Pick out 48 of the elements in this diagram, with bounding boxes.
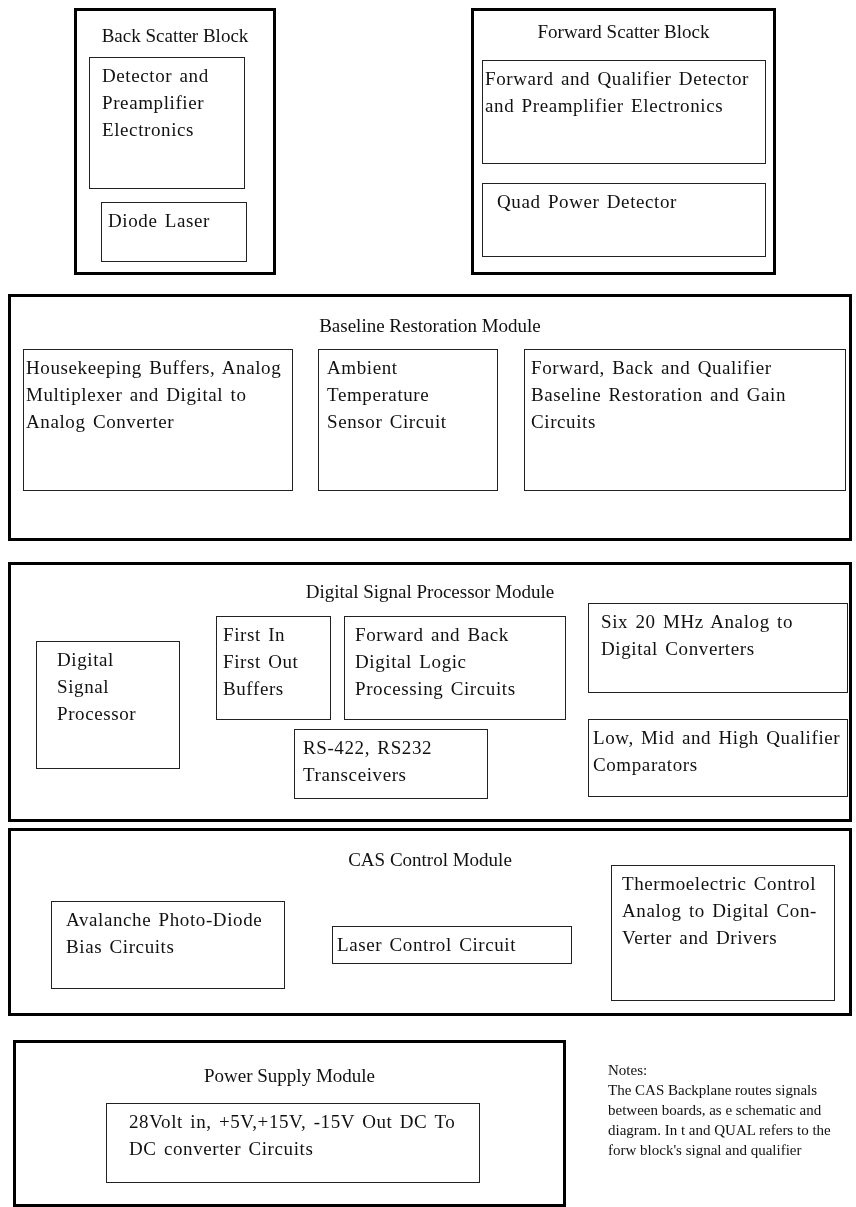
- circuit-box: [216, 616, 331, 720]
- circuit-box: [23, 349, 293, 491]
- circuit-label: Laser Control Circuit: [336, 933, 518, 957]
- circuit-box: [611, 865, 835, 1001]
- circuit-box: [344, 616, 566, 720]
- circuit-label: First In First Out Buffers: [222, 623, 300, 701]
- circuit-label: Avalanche Photo-Diode Bias Circuits: [65, 908, 264, 959]
- module-panel: [74, 8, 276, 275]
- circuit-label: Forward and Qualifier Detector and Preamplifier Electronics: [484, 67, 751, 118]
- circuit-box: [101, 202, 247, 262]
- circuit-box: [318, 349, 498, 491]
- circuit-label: Forward, Back and Qualifier Baseline Restoration and Gain Circuits: [530, 356, 788, 434]
- circuit-box: [332, 926, 572, 964]
- module-title: CAS Control Module: [347, 849, 513, 871]
- circuit-label: Six 20 MHz Analog to Digital Converters: [600, 610, 795, 661]
- circuit-label: Low, Mid and High Qualifier Comparators: [592, 726, 842, 777]
- circuit-box: [89, 57, 245, 189]
- module-panel: [8, 562, 852, 822]
- circuit-box: [588, 603, 848, 693]
- module-title: Back Scatter Block: [100, 25, 250, 47]
- circuit-label: Digital Signal Processor: [56, 648, 138, 726]
- circuit-label: Ambient Temperature Sensor Circuit: [326, 356, 448, 434]
- module-title: Baseline Restoration Module: [318, 315, 542, 337]
- circuit-label: Housekeeping Buffers, Analog Multiplexer and Digital to Analog Converter: [25, 356, 283, 434]
- circuit-box: [482, 183, 766, 257]
- module-panel: [8, 828, 852, 1016]
- circuit-label: Diode Laser: [107, 209, 211, 233]
- module-panel: [471, 8, 776, 275]
- circuit-box: [524, 349, 846, 491]
- module-title: Digital Signal Processor Module: [304, 581, 556, 603]
- circuit-label: Thermoelectric Control Analog to Digital Con-Verter and Drivers: [621, 872, 818, 950]
- circuit-box: [294, 729, 488, 799]
- notes-heading: Notes:: [608, 1061, 649, 1080]
- circuit-box: [106, 1103, 480, 1183]
- circuit-box: [51, 901, 285, 989]
- circuit-box: [588, 719, 848, 797]
- circuit-label: 28Volt in, +5V,+15V, -15V Out DC To DC converter Circuits: [128, 1110, 457, 1161]
- circuit-box: [482, 60, 766, 164]
- module-title: Power Supply Module: [203, 1065, 376, 1087]
- module-title: Forward Scatter Block: [536, 21, 711, 43]
- circuit-label: Quad Power Detector: [496, 190, 678, 214]
- circuit-label: Detector and Preamplifier Electronics: [101, 64, 210, 142]
- circuit-label: Forward and Back Digital Logic Processing Circuits: [354, 623, 517, 701]
- circuit-box: [36, 641, 180, 769]
- circuit-label: RS-422, RS232 Transceivers: [302, 736, 434, 787]
- notes-text: The CAS Backplane routes signals between boards, as e schematic and diagram. In t and QUAL refers to the forw block's signal and qualifier: [608, 1081, 832, 1160]
- module-panel: [8, 294, 852, 541]
- module-panel: [13, 1040, 566, 1207]
